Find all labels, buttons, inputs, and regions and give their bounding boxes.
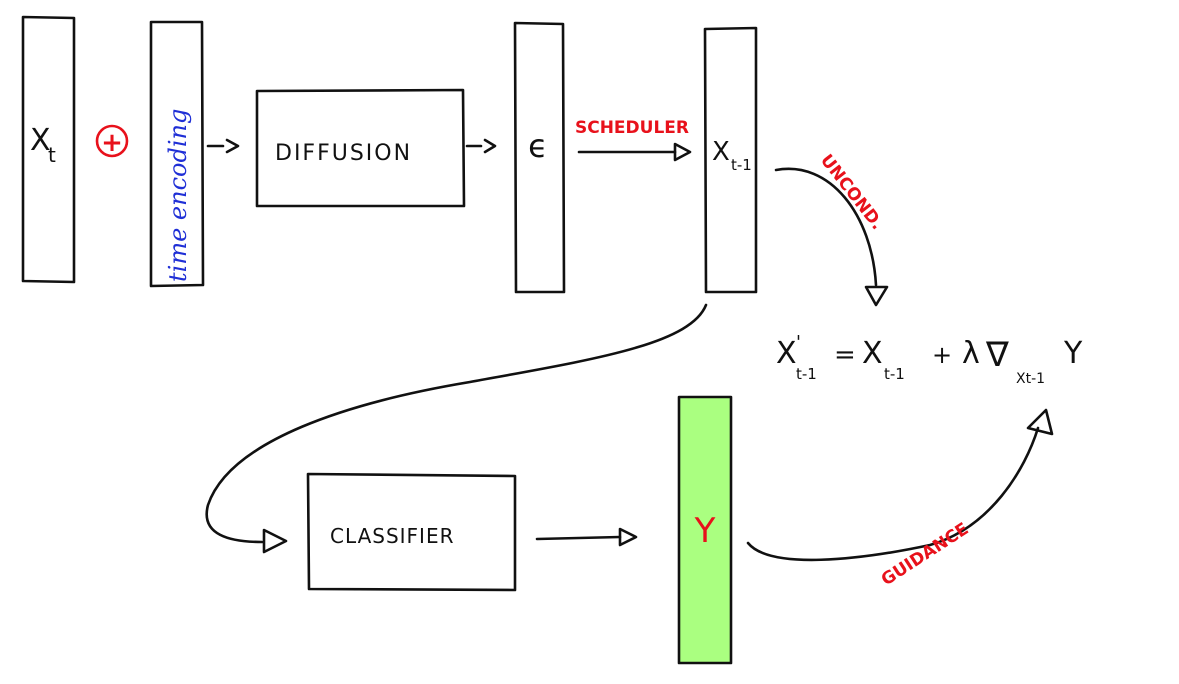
- edge-guidance: GUIDANCE: [746, 408, 1054, 590]
- node-epsilon-symbol: ϵ: [528, 127, 548, 165]
- formula-term-symbol: X: [862, 336, 883, 371]
- node-y-output: Y: [677, 395, 733, 665]
- formula-y: Y: [1063, 336, 1083, 371]
- node-diffusion-label: DIFFUSION: [275, 141, 412, 166]
- formula-lhs-prime: ': [796, 332, 801, 353]
- arrow-encoding-to-diffusion: [206, 138, 240, 154]
- arrow-diffusion-to-epsilon: [465, 138, 497, 154]
- node-xt-subscript: t: [48, 143, 56, 167]
- plus-symbol: +: [101, 128, 123, 158]
- node-xt-minus-1-symbol: X: [712, 137, 730, 167]
- formula-equals: =: [834, 340, 856, 370]
- plus-operator: +: [95, 124, 129, 158]
- formula-lhs-sub: t-1: [796, 365, 817, 383]
- formula-nabla-sub: Xt-1: [1016, 371, 1045, 387]
- edge-scheduler: SCHEDULER: [575, 118, 692, 162]
- edge-scheduler-label: SCHEDULER: [575, 118, 689, 138]
- edge-xt1-to-classifier: [205, 303, 708, 554]
- node-classifier-label: CLASSIFIER: [330, 524, 454, 548]
- edge-uncond: UNCOND.: [774, 151, 889, 307]
- formula-term-sub: t-1: [884, 365, 905, 383]
- node-time-encoding-label: time encoding: [164, 109, 192, 282]
- node-xt: X t: [21, 15, 76, 284]
- node-xt-symbol: X: [30, 123, 51, 158]
- node-y-output-symbol: Y: [694, 511, 716, 551]
- node-diffusion: DIFFUSION: [255, 88, 466, 208]
- node-xt-minus-1-subscript: t-1: [731, 156, 752, 174]
- node-time-encoding: time encoding: [149, 20, 205, 288]
- formula-nabla: ∇: [985, 335, 1009, 375]
- formula-lambda: λ: [962, 336, 980, 371]
- node-classifier: CLASSIFIER: [306, 472, 517, 592]
- node-xt-minus-1: X t-1: [703, 26, 758, 294]
- formula: X ' t-1 = X t-1 + λ ∇ Xt-1 Y: [776, 332, 1083, 387]
- edge-guidance-label: GUIDANCE: [878, 519, 972, 590]
- node-epsilon: ϵ: [513, 21, 566, 294]
- arrow-classifier-to-y: [535, 527, 638, 547]
- formula-plus: +: [932, 341, 952, 369]
- edge-uncond-label: UNCOND.: [816, 151, 887, 234]
- formula-lhs-symbol: X: [776, 336, 797, 371]
